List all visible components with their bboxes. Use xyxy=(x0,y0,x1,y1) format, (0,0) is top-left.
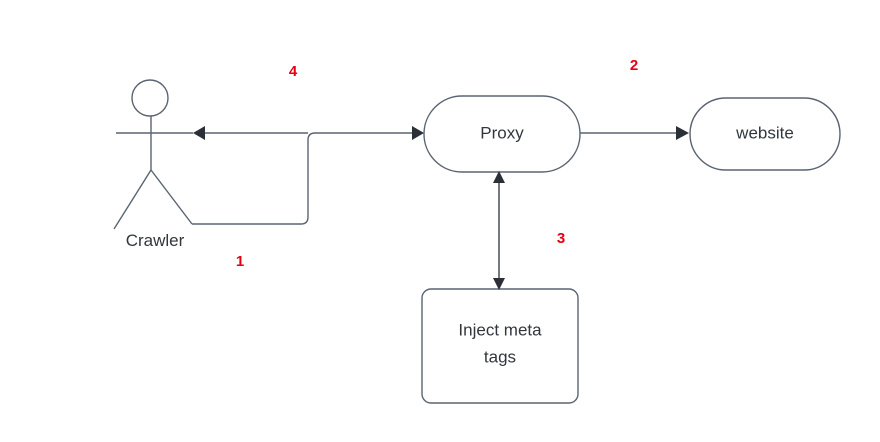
connector-2-proxy-to-website[interactable] xyxy=(580,126,689,140)
actor-right-leg-line xyxy=(150,169,193,225)
inject-meta-tags-shape xyxy=(421,288,579,404)
connector-1-crawler-to-proxy[interactable] xyxy=(192,126,424,225)
website-label: website xyxy=(735,123,794,142)
actor-head-icon xyxy=(131,79,169,117)
inject-meta-tags-label-line2: tags xyxy=(484,347,516,366)
arrow-head-to-crawler xyxy=(193,126,205,140)
connector-3-proxy-inject-bidirectional[interactable] xyxy=(493,171,505,290)
website-shape xyxy=(689,97,841,171)
arrow-head-up-to-proxy xyxy=(493,171,505,183)
proxy-shape xyxy=(423,95,581,173)
arrow-head-down-to-inject xyxy=(493,278,505,290)
step-label-3: 3 xyxy=(557,230,565,247)
step-label-4: 4 xyxy=(289,63,298,80)
inject-meta-tags-label-line1: Inject meta xyxy=(458,320,542,339)
actor-crawler[interactable]: Crawler xyxy=(113,79,193,250)
arrow-head-to-proxy xyxy=(412,126,424,140)
actor-left-leg-line xyxy=(113,169,152,230)
connector-4-proxy-to-crawler[interactable] xyxy=(193,126,308,140)
node-proxy[interactable]: Proxy xyxy=(423,95,581,173)
step-label-2: 2 xyxy=(630,57,638,74)
arrow-head-to-website xyxy=(676,126,689,140)
proxy-label: Proxy xyxy=(480,123,524,142)
node-website[interactable]: website xyxy=(689,97,841,171)
node-inject-meta-tags[interactable]: Inject meta tags xyxy=(421,288,579,404)
actor-label: Crawler xyxy=(126,231,185,250)
step-label-1: 1 xyxy=(236,253,244,270)
